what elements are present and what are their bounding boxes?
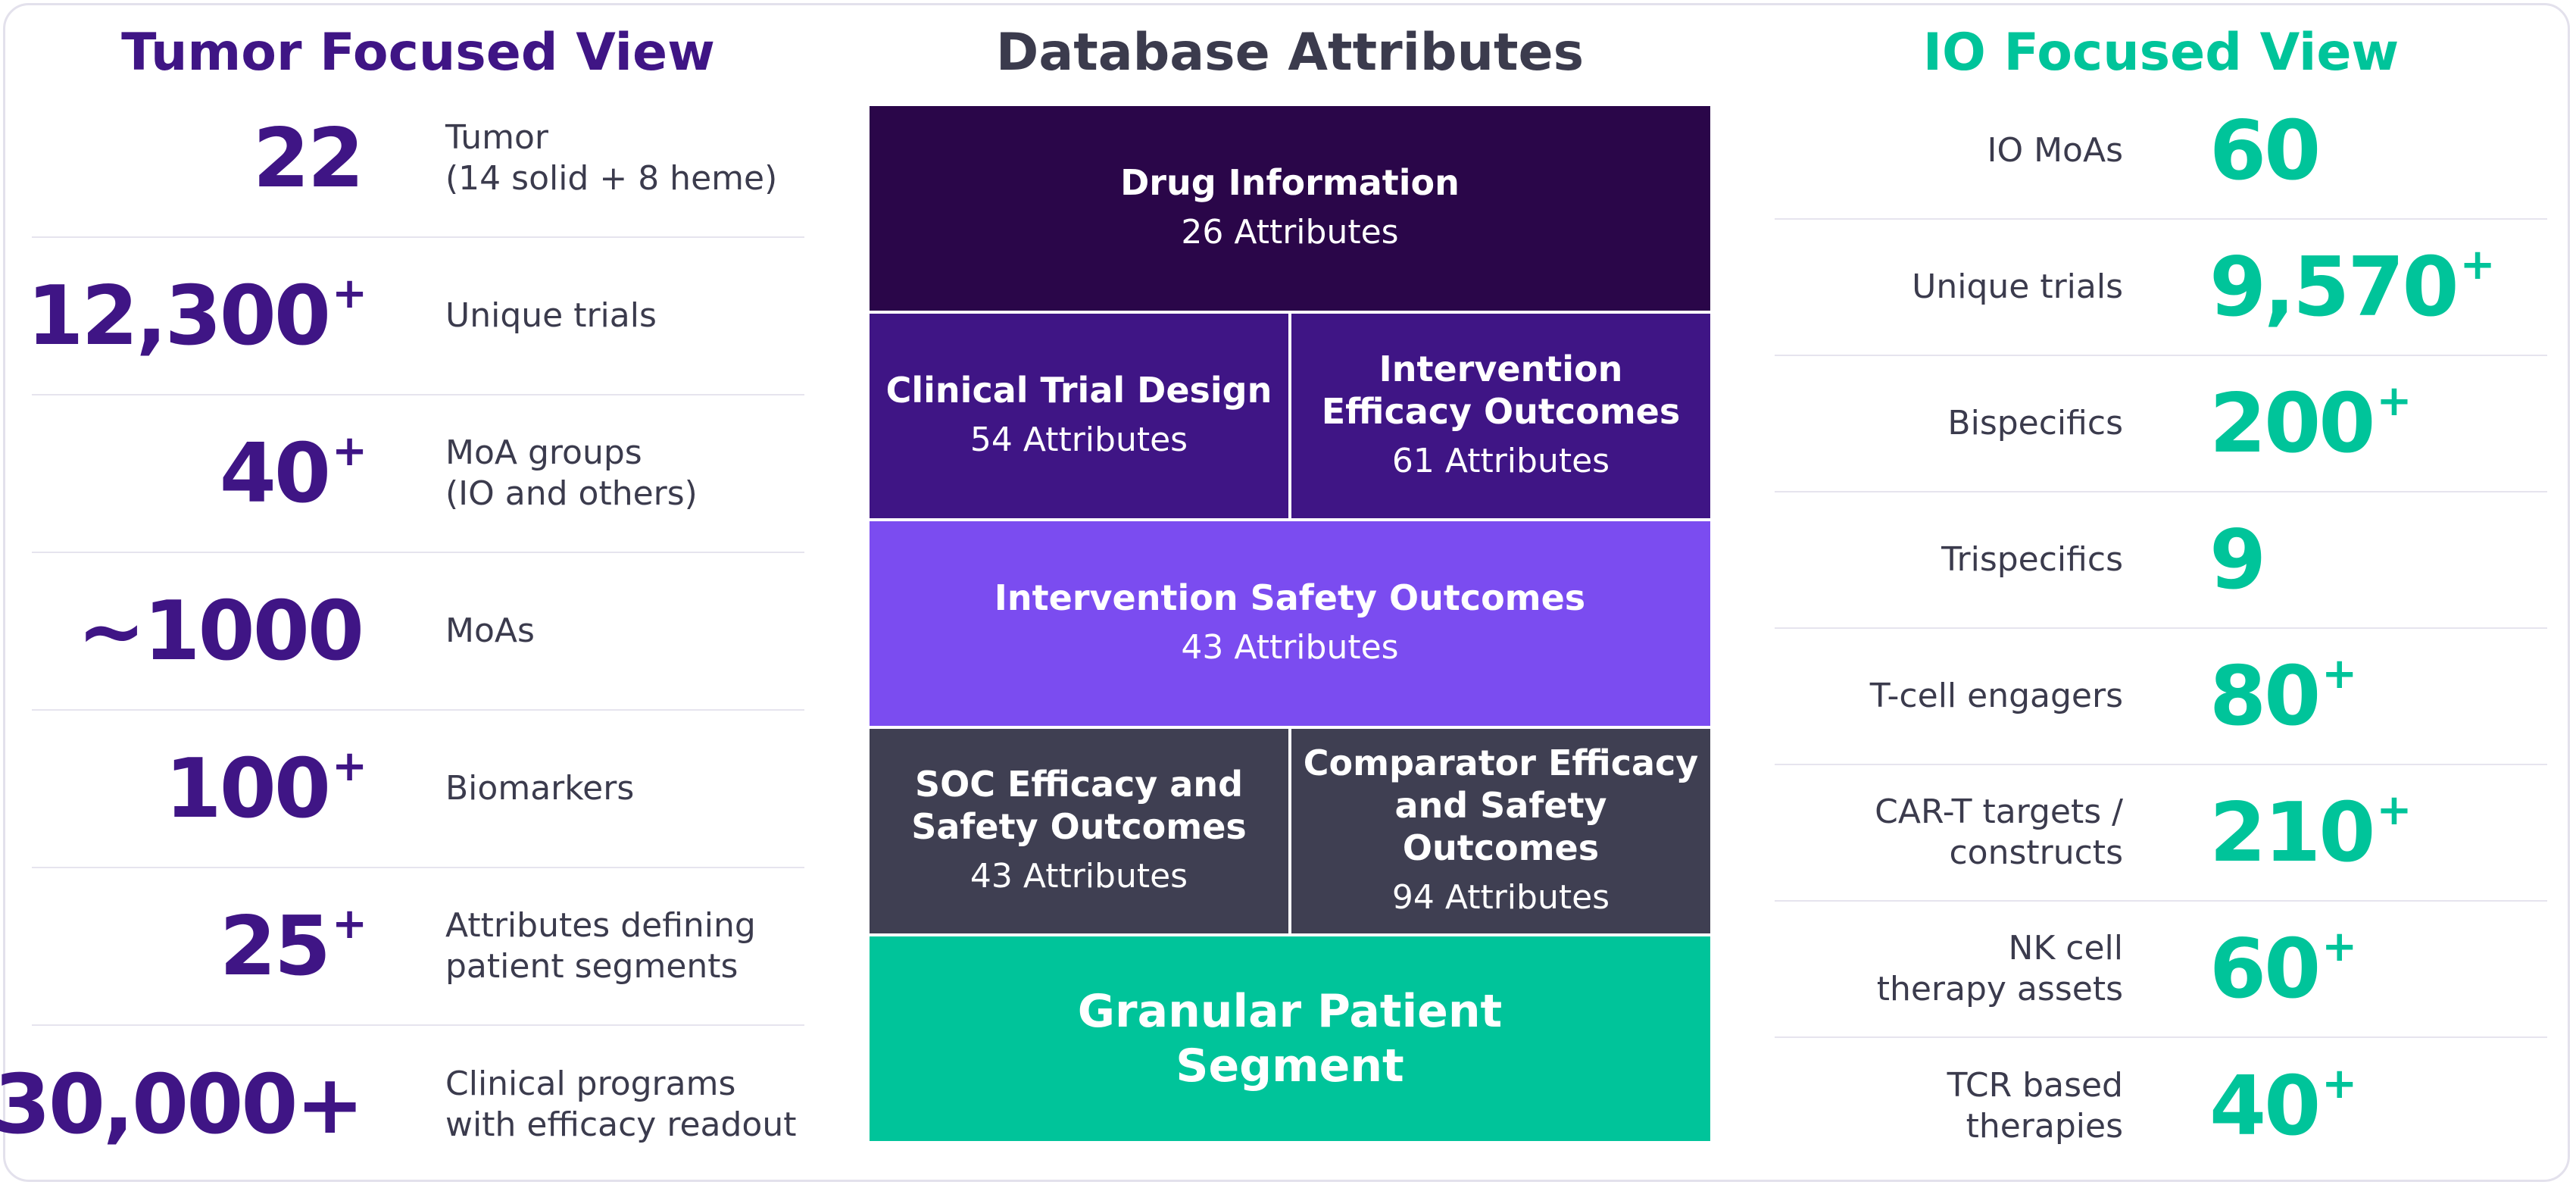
stat-description: IO MoAs <box>1987 131 2123 170</box>
stat-description: Bispecifics <box>1947 404 2123 442</box>
drug-information-block: Drug Information 26 Attributes <box>870 106 1710 311</box>
stat-value: 40+ <box>219 426 367 521</box>
io-stat-row: Trispecifics 9 <box>1775 492 2547 629</box>
stat-value: 60+ <box>2209 921 2357 1017</box>
stat-description: Tumor (14 solid + 8 heme) <box>445 118 778 198</box>
stat-description: MoA groups (IO and others) <box>445 433 698 513</box>
stat-description: CAR-T targets / constructs <box>1875 793 2123 872</box>
io-stat-row: NK cell therapy assets 60+ <box>1775 902 2547 1038</box>
stat-description: T-cell engagers <box>1869 677 2123 715</box>
stat-value: 9 <box>2209 512 2266 608</box>
stat-value: 210+ <box>2209 785 2412 880</box>
block-title: Intervention Safety Outcomes <box>994 577 1586 618</box>
tumor-stat-row: ~1000 MoAs <box>32 553 804 711</box>
soc-outcomes-block: SOC Efficacy and Safety Outcomes 43 Attr… <box>870 729 1288 933</box>
stat-description: Clinical programs with efficacy readout <box>445 1065 797 1144</box>
stat-description: Biomarkers <box>445 769 635 808</box>
block-title: Clinical Trial Design <box>885 370 1272 411</box>
block-title: Comparator Efficacy and Safety Outcomes <box>1303 742 1699 868</box>
block-attribute-count: 54 Attributes <box>970 420 1188 459</box>
stat-description: Trispecifics <box>1941 540 2123 579</box>
tumor-stat-row: 40+ MoA groups (IO and others) <box>32 395 804 553</box>
stat-value: 60 <box>2209 103 2321 199</box>
stat-value: 30,000+ <box>0 1057 364 1152</box>
tumor-stat-row: 22 Tumor (14 solid + 8 heme) <box>32 80 804 238</box>
block-title: Drug Information <box>1120 162 1460 203</box>
io-stat-row: T-cell engagers 80+ <box>1775 629 2547 765</box>
io-stat-row: CAR-T targets / constructs 210+ <box>1775 765 2547 902</box>
stat-description: TCR based therapies <box>1947 1066 2123 1146</box>
tumor-stat-row: 100+ Biomarkers <box>32 711 804 868</box>
block-title: Intervention Efficacy Outcomes <box>1321 349 1681 432</box>
clinical-trial-design-block: Clinical Trial Design 54 Attributes <box>870 314 1288 518</box>
io-view-title: IO Focused View <box>1922 23 2400 83</box>
stat-value: 25+ <box>219 899 367 994</box>
stat-description: MoAs <box>445 611 535 650</box>
block-attribute-count: 43 Attributes <box>970 857 1188 896</box>
block-attribute-count: 61 Attributes <box>1391 442 1610 480</box>
intervention-efficacy-block: Intervention Efficacy Outcomes 61 Attrib… <box>1291 314 1710 518</box>
block-attribute-count: 94 Attributes <box>1391 878 1610 917</box>
tumor-stat-row: 30,000+ Clinical programs with efficacy … <box>0 1026 804 1183</box>
granular-patient-segment-block: Granular Patient Segment <box>870 936 1710 1141</box>
stat-value: 12,300+ <box>27 268 367 364</box>
block-title: Granular Patient Segment <box>1077 985 1503 1093</box>
io-stat-row: IO MoAs 60 <box>1775 83 2547 220</box>
stat-value: 9,570+ <box>2209 239 2496 335</box>
comparator-outcomes-block: Comparator Efficacy and Safety Outcomes … <box>1291 729 1710 933</box>
stat-value: 80+ <box>2209 649 2357 744</box>
stat-value: ~1000 <box>76 583 364 679</box>
tumor-view-title: Tumor Focused View <box>121 23 715 83</box>
io-stat-row: Unique trials 9,570+ <box>1775 220 2547 356</box>
block-title: SOC Efficacy and Safety Outcomes <box>911 764 1247 847</box>
io-stat-row: Bispecifics 200+ <box>1775 356 2547 492</box>
tumor-stat-row: 25+ Attributes defining patient segments <box>32 868 804 1026</box>
database-attributes-title: Database Attributes <box>995 23 1585 83</box>
stat-description: Unique trials <box>445 296 657 335</box>
stat-description: Attributes defining patient segments <box>445 906 756 986</box>
intervention-safety-block: Intervention Safety Outcomes 43 Attribut… <box>870 521 1710 726</box>
stat-value: 200+ <box>2209 376 2412 471</box>
block-attribute-count: 26 Attributes <box>1181 213 1399 252</box>
stat-value: 40+ <box>2209 1058 2357 1154</box>
stat-description: NK cell therapy assets <box>1876 929 2123 1008</box>
stat-value: 22 <box>252 111 364 206</box>
card-frame <box>3 3 2570 1182</box>
stat-description: Unique trials <box>1912 267 2123 306</box>
io-stat-row: TCR based therapies 40+ <box>1775 1038 2547 1174</box>
block-attribute-count: 43 Attributes <box>1181 628 1399 667</box>
stat-value: 100+ <box>164 741 367 836</box>
tumor-stat-row: 12,300+ Unique trials <box>27 238 804 395</box>
